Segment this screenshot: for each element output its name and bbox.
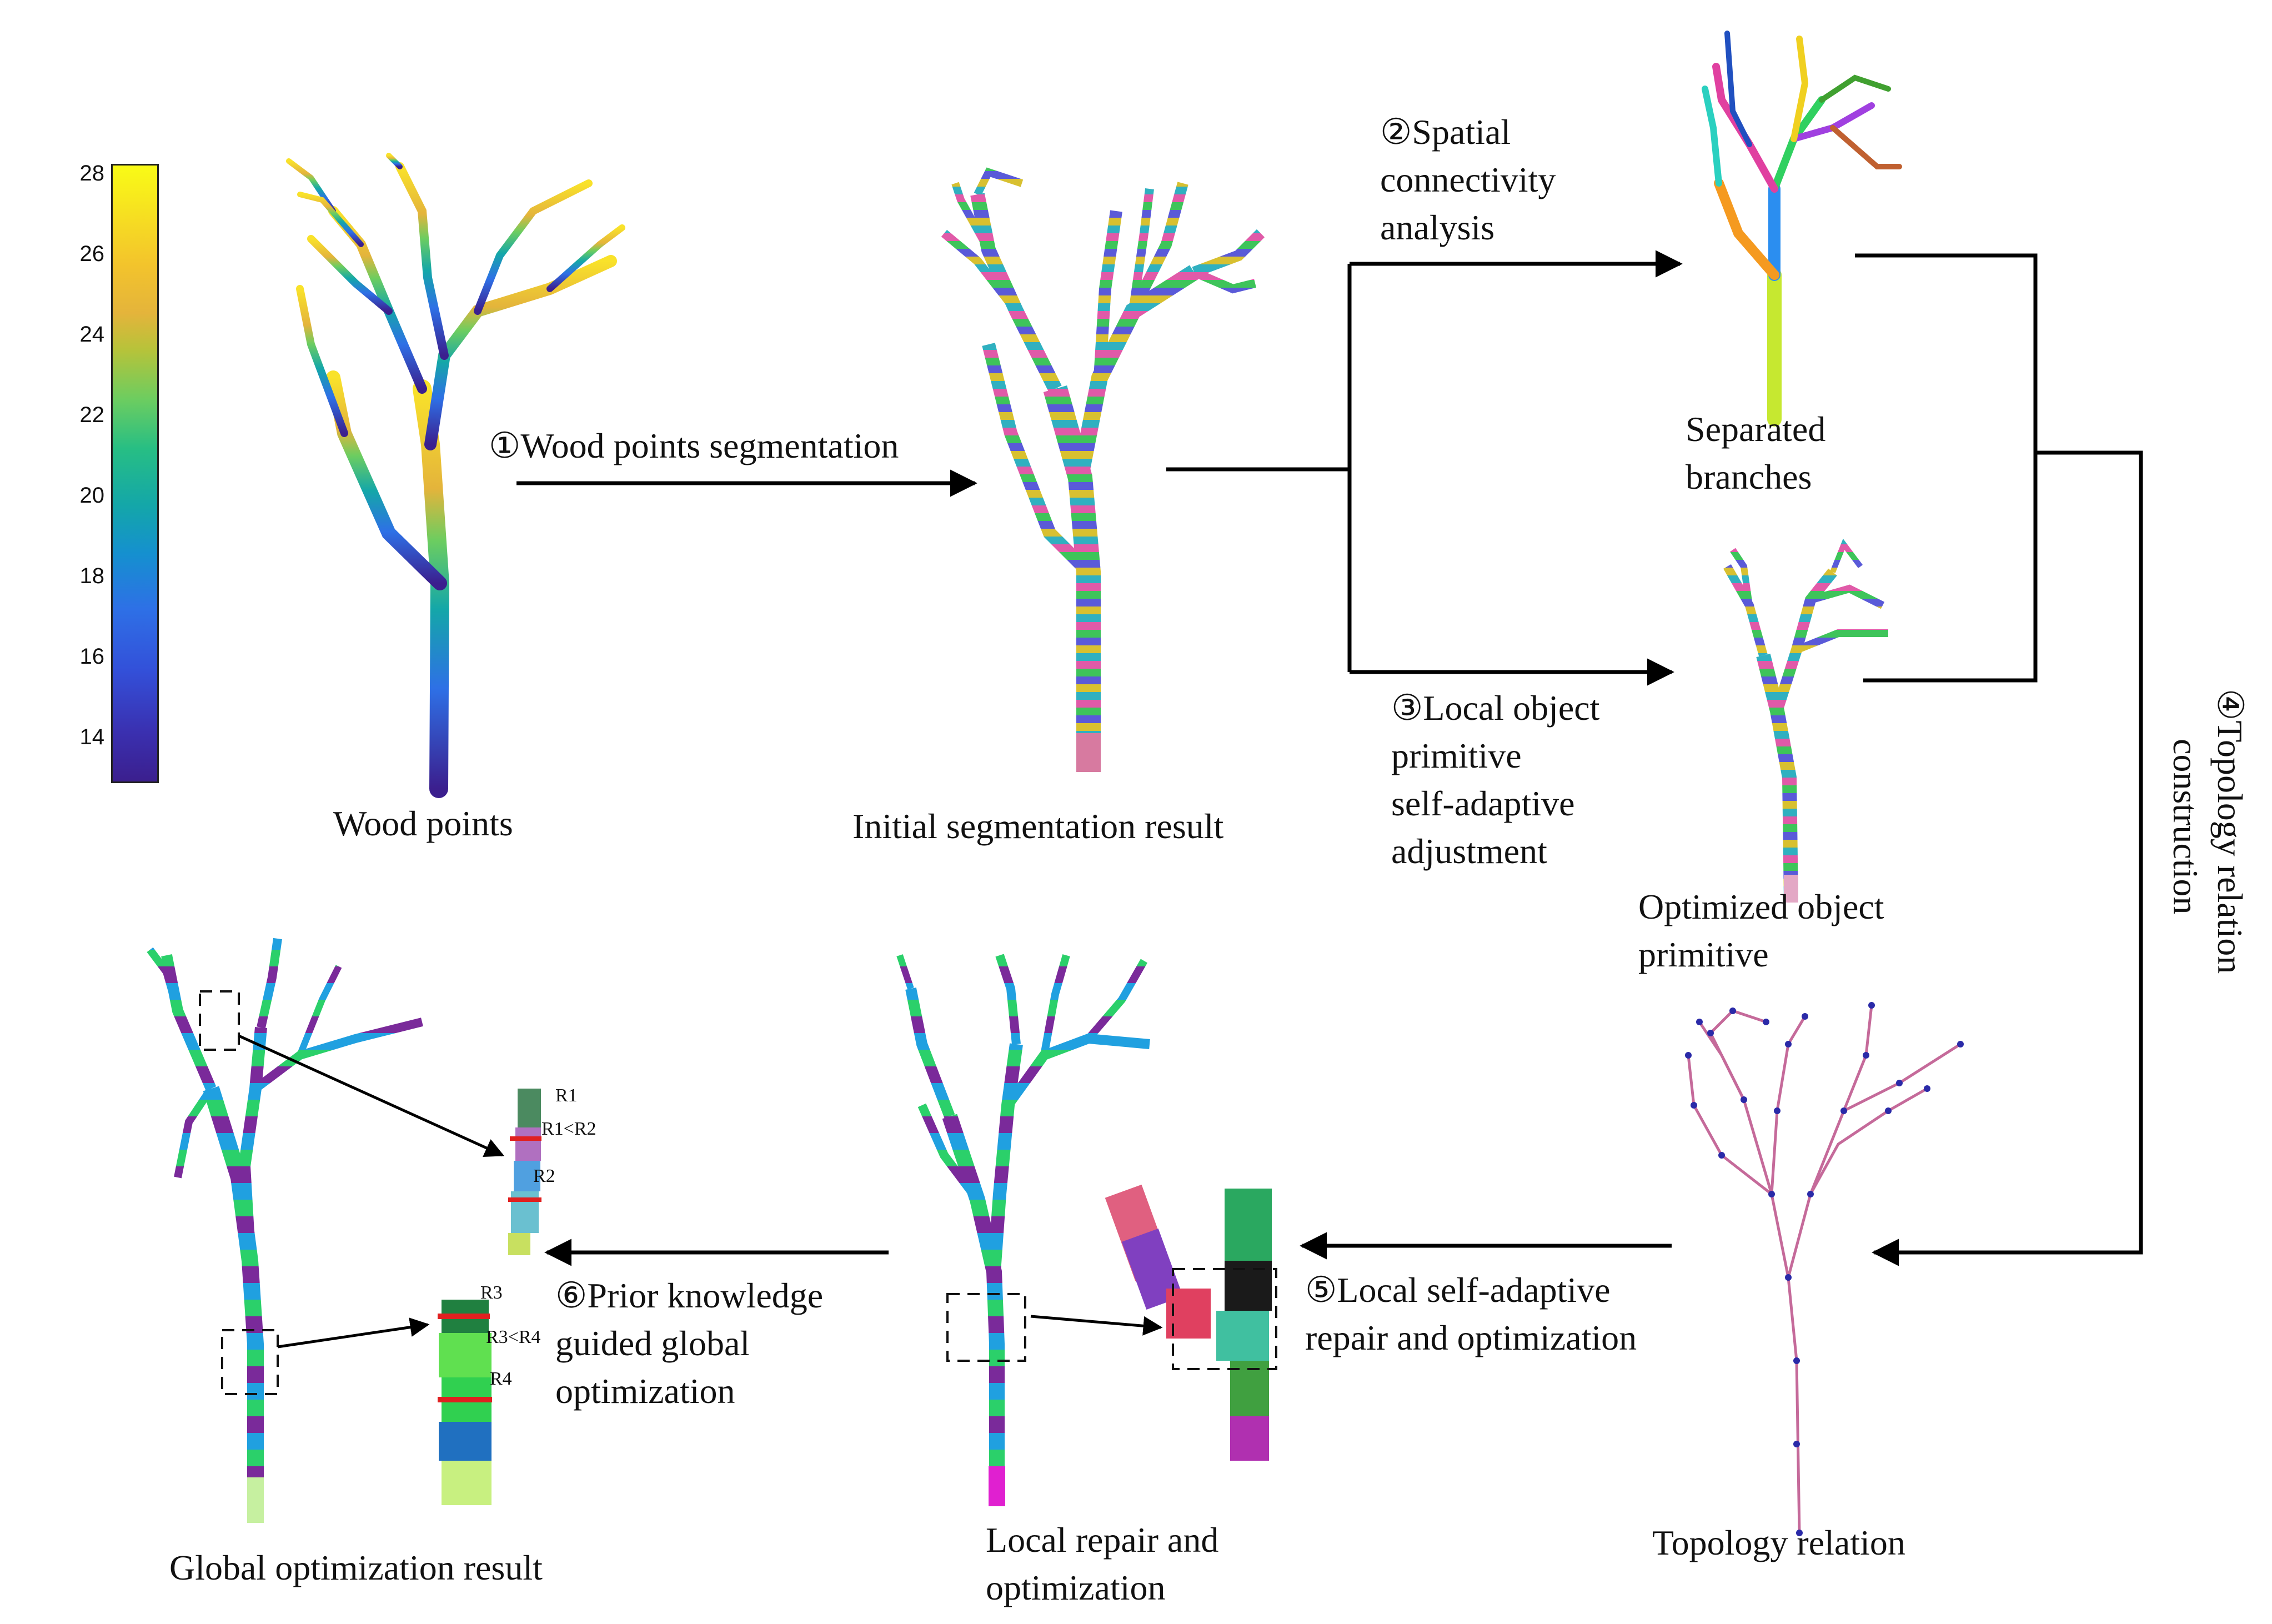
optimized-primitive-label-1: Optimized object: [1638, 887, 1884, 926]
global-optimization-label: Global optimization result: [169, 1548, 543, 1587]
wood-points-tree: [286, 153, 625, 798]
step3-label-2: primitive: [1391, 736, 1522, 775]
wood-points-label: Wood points: [333, 804, 513, 843]
step1-label: ①Wood points segmentation: [489, 426, 899, 465]
global-dashed-box-bottom: [221, 1329, 279, 1395]
colorbar-tick: 16: [79, 644, 105, 669]
optimized-primitive-label-2: primitive: [1638, 935, 1769, 974]
separated-branches-tree: [1702, 31, 1902, 427]
step6-label-3: optimization: [555, 1371, 735, 1411]
r1-lt-r2-label: R1<R2: [541, 1119, 596, 1139]
initial-segmentation-label: Initial segmentation result: [852, 806, 1224, 846]
global-optimization-tree: [147, 938, 423, 1522]
step3-label-4: adjustment: [1391, 831, 1547, 871]
local-repair-tree: [896, 954, 1150, 1505]
separated-branches-label-2: branches: [1686, 457, 1812, 497]
separated-branches-label-1: Separated: [1686, 409, 1826, 449]
step2-label-2: connectivity: [1380, 160, 1556, 199]
zoom-inset-r3-r4: [438, 1300, 492, 1505]
r4-label: R4: [490, 1369, 512, 1389]
r3-lt-r4-label: R3<R4: [486, 1327, 541, 1347]
r1-label: R1: [555, 1085, 578, 1106]
zoom-inset-r1-r2: [508, 1089, 541, 1255]
initial-segmentation-tree: [941, 167, 1265, 769]
step4-label-1: ④Topology relation: [2210, 689, 2250, 974]
trunk-base-segment: [1076, 733, 1101, 772]
topology-relation-label: Topology relation: [1652, 1523, 1905, 1562]
step5-label-2: repair and optimization: [1305, 1318, 1637, 1357]
colorbar-tick: 24: [79, 322, 105, 347]
step2-label-3: analysis: [1380, 208, 1495, 247]
r3-label: R3: [480, 1282, 503, 1303]
colorbar-tick: 18: [79, 564, 105, 588]
step6-label-2: guided global: [555, 1324, 750, 1363]
step3-label-1: ③Local object: [1391, 688, 1600, 728]
local-repair-label-2: optimization: [986, 1568, 1166, 1607]
colorbar-tick: 28: [79, 161, 105, 186]
repair-zoom-inset: [1105, 1184, 1272, 1461]
step3-label-3: self-adaptive: [1391, 784, 1575, 823]
step4-label-2: construction: [2166, 739, 2205, 915]
step4-vertical-label: ④Topology relation construction: [2166, 689, 2258, 1022]
repair-dashed-box: [946, 1293, 1026, 1362]
global-dashed-box-top: [199, 990, 240, 1051]
step6-label-1: ⑥Prior knowledge: [555, 1276, 824, 1315]
step2-label-1: ②Spatial: [1380, 112, 1511, 152]
local-repair-label-1: Local repair and: [986, 1520, 1219, 1560]
colorbar-tick: 22: [79, 403, 105, 427]
topology-nodes: [1685, 1002, 1964, 1536]
optimized-primitive-tree: [1723, 538, 1888, 900]
colorbar-tick: 14: [79, 725, 105, 749]
height-colorbar: [111, 164, 159, 783]
step5-label-1: ⑤Local self-adaptive: [1305, 1270, 1611, 1310]
zoom-dashed-box: [1172, 1268, 1277, 1370]
topology-relation-tree: [1687, 1005, 1962, 1533]
colorbar-tick: 20: [79, 483, 105, 508]
r2-label: R2: [533, 1166, 555, 1186]
process-arrows: [516, 250, 2143, 1266]
colorbar-tick: 26: [79, 242, 105, 266]
